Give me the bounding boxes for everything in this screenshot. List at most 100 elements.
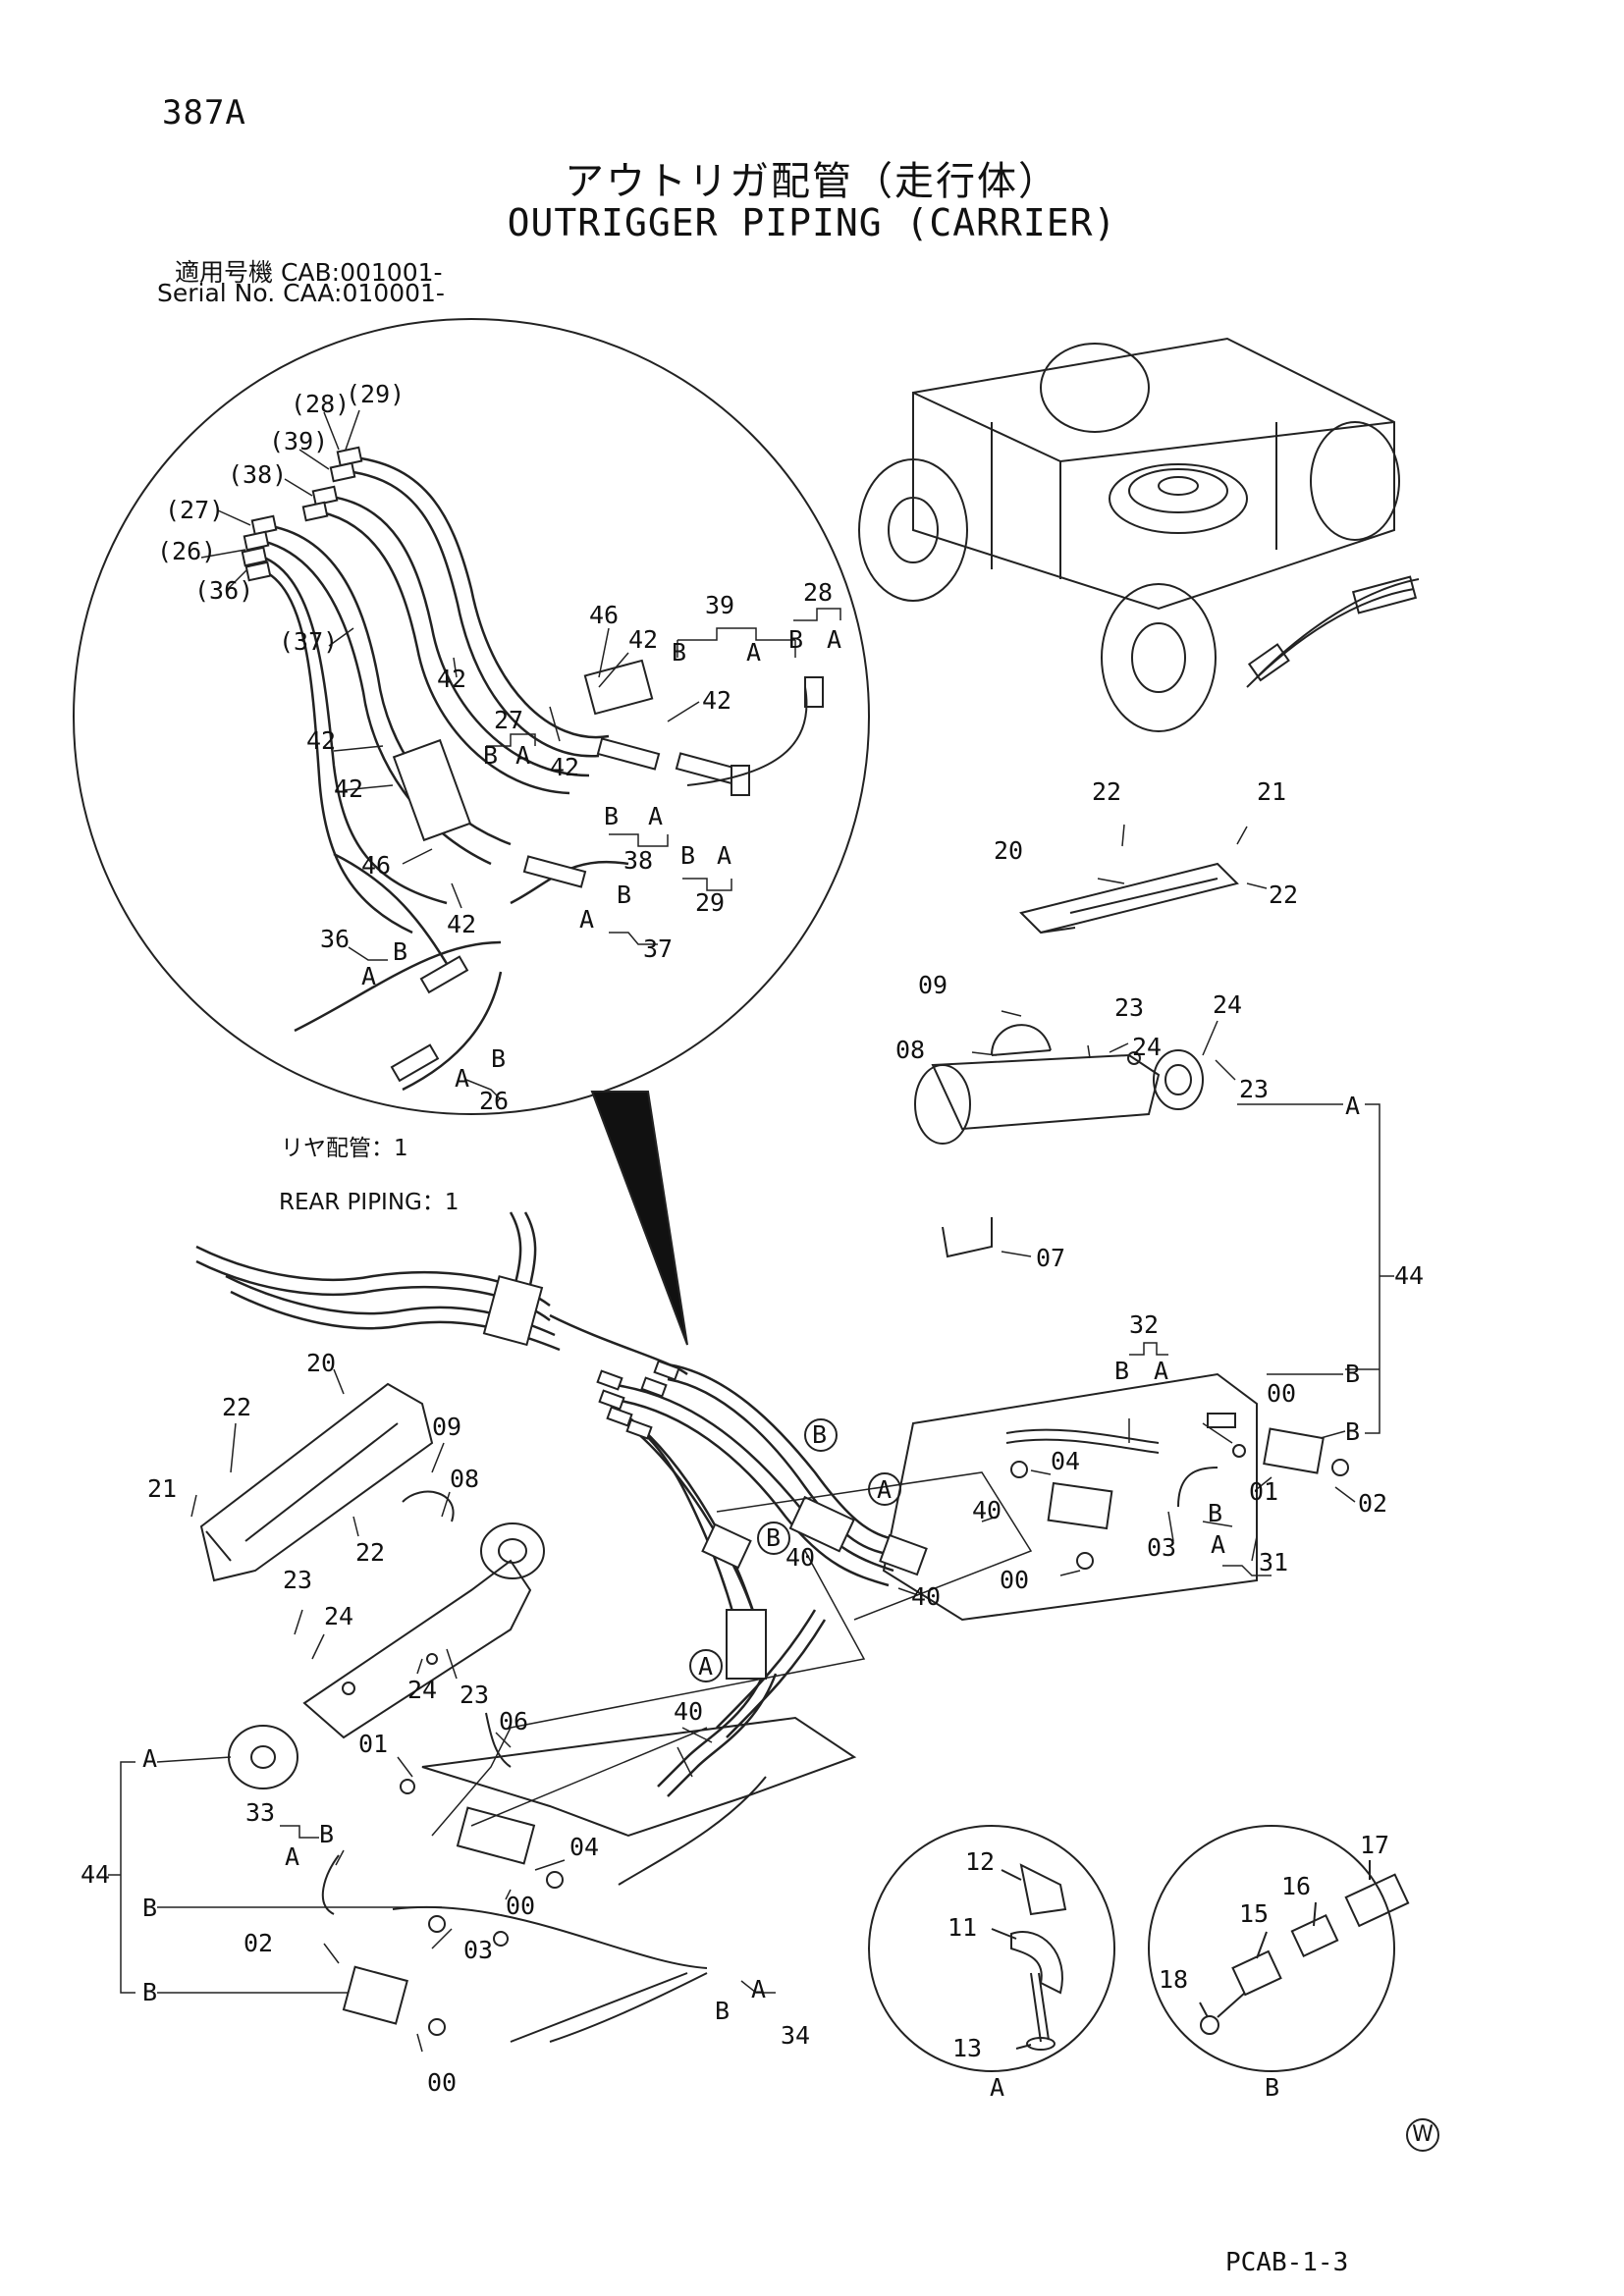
label: 22 — [355, 1538, 385, 1567]
label: 23 — [1239, 1075, 1269, 1103]
label: 04 — [1051, 1447, 1080, 1475]
label: 42 — [437, 665, 466, 693]
detail-circle-a — [868, 1825, 1115, 2072]
label: 08 — [895, 1036, 925, 1064]
label: B — [715, 1997, 730, 2025]
label: 42 — [447, 910, 476, 938]
label: A — [455, 1064, 469, 1093]
label: 20 — [306, 1349, 336, 1377]
label: B — [1345, 1417, 1360, 1446]
label: A — [1345, 1092, 1360, 1120]
circle-markers — [689, 1418, 901, 1682]
label: 03 — [1147, 1533, 1176, 1562]
label: 44 — [1394, 1261, 1424, 1290]
label: A — [142, 1744, 157, 1773]
label: 22 — [222, 1393, 251, 1421]
label: 40 — [972, 1496, 1001, 1524]
label: 22 — [1092, 777, 1121, 806]
label: A — [579, 905, 594, 934]
label: 28 — [803, 578, 833, 607]
label: 40 — [911, 1582, 941, 1611]
label: B — [812, 1420, 827, 1449]
label: 31 — [1259, 1548, 1288, 1576]
label: 03 — [463, 1936, 493, 1964]
label: 00 — [427, 2068, 457, 2097]
label: 02 — [244, 1929, 273, 1957]
label: 20 — [994, 836, 1023, 865]
label: 27 — [494, 706, 523, 734]
label: B — [1208, 1499, 1222, 1527]
label: B — [788, 625, 803, 654]
label: 33 — [245, 1798, 275, 1827]
label: A — [361, 962, 376, 990]
label: B — [393, 937, 407, 966]
label: 00 — [506, 1892, 535, 1920]
label: (39) — [269, 427, 328, 455]
label: 24 — [324, 1602, 353, 1630]
footer-code: PCAB-1-3 — [1225, 2248, 1349, 2277]
label: B — [672, 638, 686, 667]
label: 23 — [460, 1681, 489, 1709]
label: 46 — [361, 851, 391, 880]
label: 06 — [499, 1707, 528, 1735]
label: 38 — [623, 846, 653, 875]
label: 23 — [283, 1566, 312, 1594]
label: 42 — [550, 753, 579, 781]
detail-circle-b — [1148, 1825, 1395, 2072]
label: 04 — [569, 1833, 599, 1861]
label: 42 — [702, 686, 731, 715]
label: 16 — [1281, 1872, 1311, 1900]
label: (26) — [157, 537, 216, 565]
label: A — [1211, 1530, 1225, 1559]
watermark-symbol: W — [1406, 2118, 1439, 2152]
label: A — [877, 1475, 892, 1504]
detail-hose-bundle — [254, 454, 629, 1092]
right-valve-group — [882, 1372, 1349, 1622]
label: 15 — [1239, 1899, 1269, 1928]
label: 21 — [147, 1474, 177, 1503]
right-leaders — [897, 824, 1394, 1596]
label: (27) — [165, 496, 224, 524]
label: 09 — [918, 971, 947, 999]
label: A — [717, 841, 731, 870]
label: 34 — [781, 2021, 810, 2050]
detail-hose-28 — [686, 686, 808, 786]
label: B — [142, 1978, 157, 2006]
label: B — [680, 841, 695, 870]
label: A — [751, 1975, 766, 2003]
rear-piping-lines — [195, 1211, 688, 1376]
detail-fittings — [241, 446, 824, 1083]
label: 42 — [628, 625, 658, 654]
label: B — [766, 1523, 781, 1552]
detail-b-parts — [1199, 1860, 1410, 2035]
serial-line-en: Serial No. CAA:010001- — [157, 279, 445, 307]
label: 07 — [1036, 1244, 1065, 1272]
label: B — [604, 802, 619, 830]
right-cylinder — [914, 1024, 1204, 1258]
main-hose-fittings — [482, 1275, 928, 1680]
label: B — [1345, 1360, 1360, 1388]
label: 46 — [589, 601, 619, 629]
label: 42 — [334, 774, 363, 803]
label: 39 — [705, 591, 734, 619]
label: 23 — [1114, 993, 1144, 1022]
label: 36 — [320, 925, 350, 953]
carrier-machine-iso — [858, 337, 1420, 732]
label: 11 — [947, 1913, 977, 1942]
label: B — [319, 1820, 334, 1848]
label: A — [285, 1842, 299, 1871]
label: 22 — [1269, 881, 1298, 909]
main-hose-bundle — [608, 1362, 904, 1797]
detail-leaders — [200, 409, 841, 1100]
label: 32 — [1129, 1310, 1159, 1339]
label: 40 — [674, 1697, 703, 1726]
label: 01 — [1249, 1477, 1278, 1506]
left-valve-group — [321, 1716, 857, 2043]
label: 26 — [479, 1087, 509, 1115]
detail-circle — [73, 318, 870, 1115]
label: (28) — [291, 390, 350, 418]
title-english: OUTRIGGER PIPING (CARRIER) — [507, 201, 1117, 244]
label: 17 — [1360, 1831, 1389, 1859]
label: 24 — [1132, 1033, 1162, 1061]
